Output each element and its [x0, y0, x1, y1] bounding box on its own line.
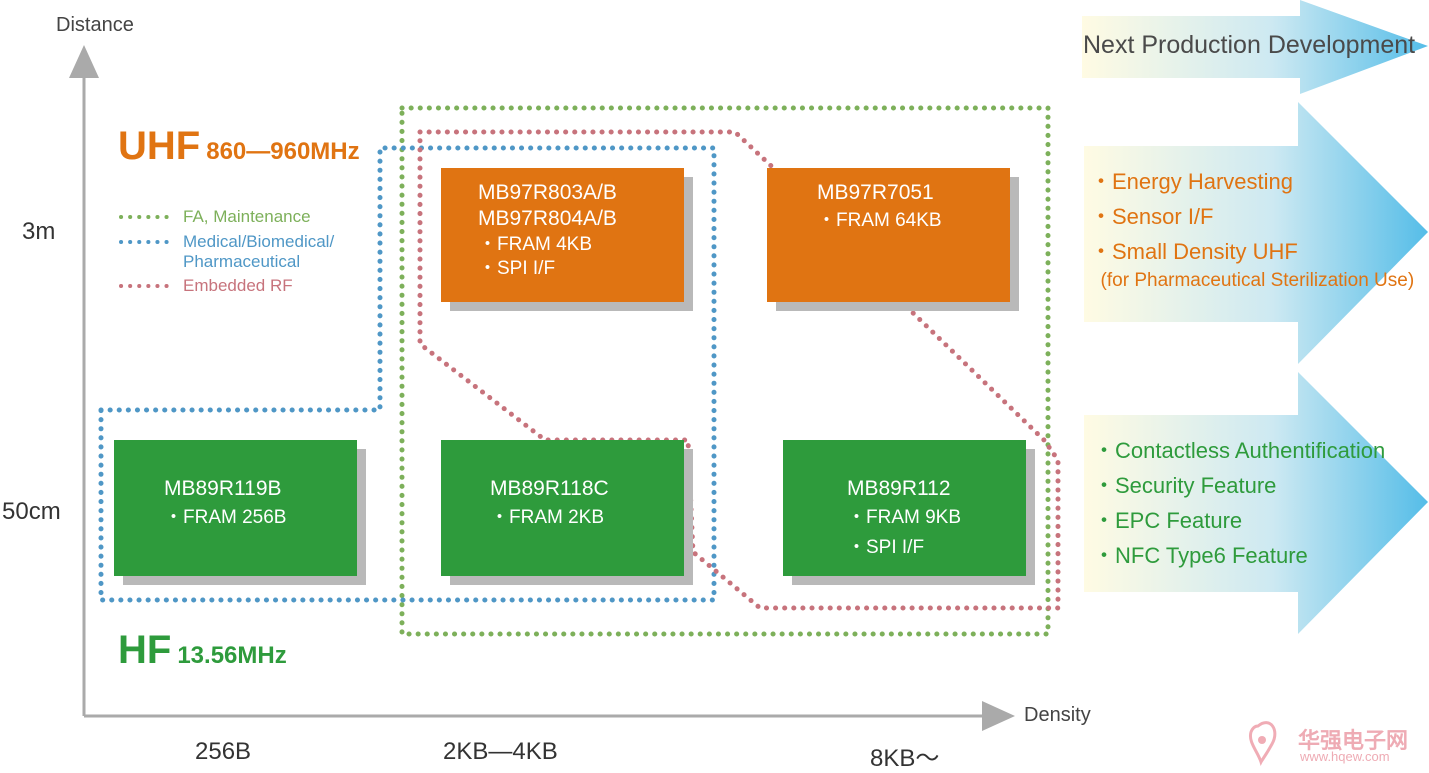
- product-name: MB97R803A/B: [478, 181, 617, 204]
- uhf-feature-list: ・Energy Harvesting ・Sensor I/F ・Small De…: [1090, 164, 1414, 293]
- hf-feature-list: ・Contactless Authentification ・Security …: [1093, 433, 1385, 573]
- next-dev-title: Next Production Development: [1083, 31, 1416, 59]
- product-spec: ・FRAM 9KB: [847, 507, 962, 528]
- watermark-url: www.hqew.com: [1300, 749, 1390, 764]
- product-name: MB89R118C: [490, 477, 609, 500]
- product-spec: ・SPI I/F: [847, 537, 925, 558]
- x-tick-2-4kb: 2KB—4KB: [443, 738, 558, 765]
- uhf-feature-item: (for Pharmaceutical Sterilization Use): [1090, 270, 1415, 291]
- product-uhf-2-4kb: MB97R803A/B MB97R804A/B ・FRAM 4KB ・SPI I…: [441, 168, 684, 302]
- next-dev-title-arrow: [1082, 0, 1428, 94]
- hf-feature-item: ・Security Feature: [1093, 473, 1277, 498]
- hf-band-freq: 13.56MHz: [177, 642, 287, 669]
- product-name: MB89R112: [847, 477, 951, 500]
- uhf-feature-item: ・Energy Harvesting: [1090, 169, 1293, 194]
- uhf-features-arrow: [1084, 102, 1428, 364]
- hf-feature-item: ・Contactless Authentification: [1093, 438, 1386, 463]
- product-spec: ・FRAM 2KB: [490, 507, 605, 528]
- product-hf-256b: MB89R119B ・FRAM 256B: [114, 440, 357, 576]
- y-axis-label: Distance: [56, 14, 134, 36]
- product-spec: ・FRAM 64KB: [817, 210, 942, 231]
- product-name: MB97R7051: [817, 181, 934, 204]
- medical-region: [98, 145, 717, 603]
- watermark-logo: [1248, 721, 1277, 767]
- hf-features-arrow: [1084, 372, 1428, 634]
- hf-feature-item: ・NFC Type6 Feature: [1093, 543, 1308, 568]
- legend-label-embedded: Embedded RF: [183, 276, 293, 295]
- y-tick-3m: 3m: [22, 218, 56, 245]
- legend-label-medical: Medical/Biomedical/ Pharmaceutical: [183, 232, 335, 271]
- legend-label-fa: FA, Maintenance: [183, 207, 311, 226]
- hf-band-name: HF: [118, 628, 172, 672]
- product-hf-2-4kb: MB89R118C ・FRAM 2KB: [441, 440, 684, 576]
- product-uhf-8kb: MB97R7051 ・FRAM 64KB: [767, 168, 1010, 302]
- fa-maintenance-region: [399, 105, 1051, 637]
- product-hf-8kb: MB89R112 ・FRAM 9KB ・SPI I/F: [783, 440, 1026, 576]
- x-tick-256b: 256B: [195, 738, 252, 765]
- product-name: MB89R119B: [164, 477, 282, 500]
- x-tick-8kb: 8KB〜: [870, 745, 940, 772]
- watermark-text: 华强电子网: [1298, 728, 1409, 753]
- uhf-feature-item: ・Small Density UHF: [1090, 239, 1298, 264]
- product-spec: ・SPI I/F: [478, 258, 556, 279]
- hf-feature-item: ・EPC Feature: [1093, 508, 1243, 533]
- product-spec: ・FRAM 256B: [164, 507, 287, 528]
- y-tick-50cm: 50cm: [2, 498, 61, 525]
- uhf-feature-item: ・Sensor I/F: [1090, 204, 1214, 229]
- uhf-band-freq: 860—960MHz: [206, 138, 360, 165]
- x-axis-label: Density: [1024, 704, 1091, 726]
- product-spec: ・FRAM 4KB: [478, 234, 593, 255]
- product-name: MB97R804A/B: [478, 207, 617, 230]
- uhf-band-name: UHF: [118, 124, 201, 168]
